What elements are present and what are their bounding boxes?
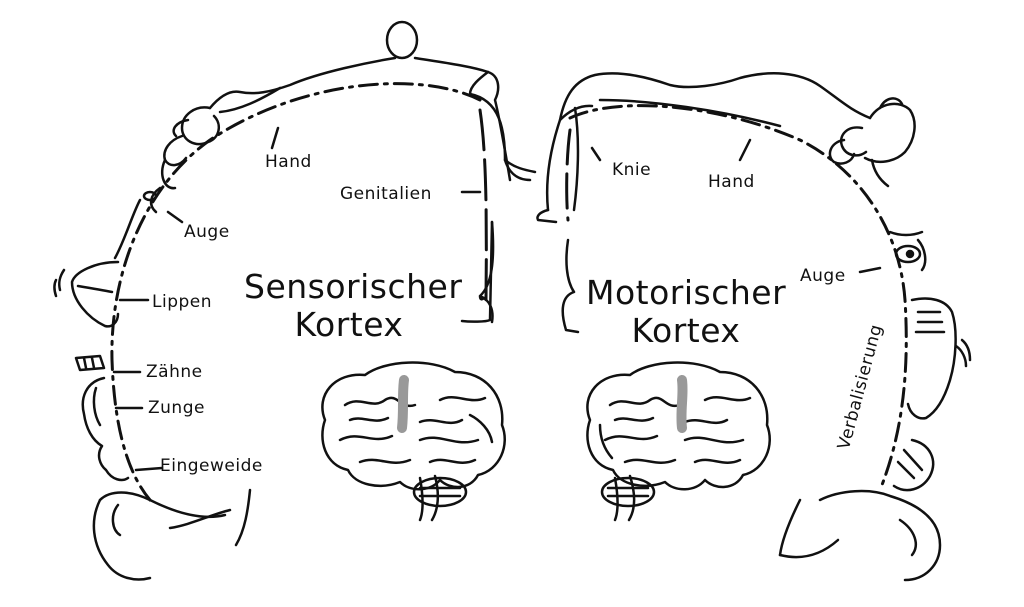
- motor-cortex-arc: [568, 104, 908, 492]
- label-knie: Knie: [612, 160, 652, 180]
- sensory-title-line1: Sensorischer: [244, 267, 463, 306]
- label-eingeweide: Eingeweide: [160, 456, 263, 476]
- motor-title: Motorischer Kortex: [586, 274, 786, 350]
- label-hand-motor: Hand: [708, 172, 755, 192]
- brain-left-icon: [321, 361, 506, 522]
- motor-title-line2: Kortex: [631, 311, 741, 350]
- sensory-title: Sensorischer Kortex: [244, 267, 463, 344]
- label-zunge: Zunge: [148, 398, 205, 418]
- motor-highlight: [676, 375, 688, 433]
- motor-homunculus-icon: [536, 72, 972, 582]
- sensory-title-line2: Kortex: [294, 305, 404, 344]
- tongue-icon: [81, 376, 130, 482]
- sensory-brace: [478, 220, 495, 324]
- teeth-icon: [74, 354, 106, 372]
- lips-icon: [70, 260, 120, 328]
- sensory-cortex-edge: [478, 108, 488, 302]
- label-zaehne: Zähne: [146, 362, 203, 382]
- sensory-homunculus-icon: [53, 20, 537, 581]
- mouth-icon: [906, 297, 957, 420]
- label-auge-motor: Auge: [800, 266, 846, 286]
- label-lippen: Lippen: [152, 292, 213, 312]
- motor-cortex-edge: [565, 128, 572, 222]
- sensory-highlight: [397, 375, 409, 433]
- label-hand-sensory: Hand: [265, 152, 312, 172]
- label-auge-sensory: Auge: [184, 222, 230, 242]
- label-genitalien: Genitalien: [340, 184, 432, 204]
- brain-right-icon: [586, 361, 771, 522]
- motor-title-line1: Motorischer: [586, 273, 787, 312]
- motor-brace: [561, 238, 580, 334]
- sensory-cortex-arc: [110, 82, 482, 502]
